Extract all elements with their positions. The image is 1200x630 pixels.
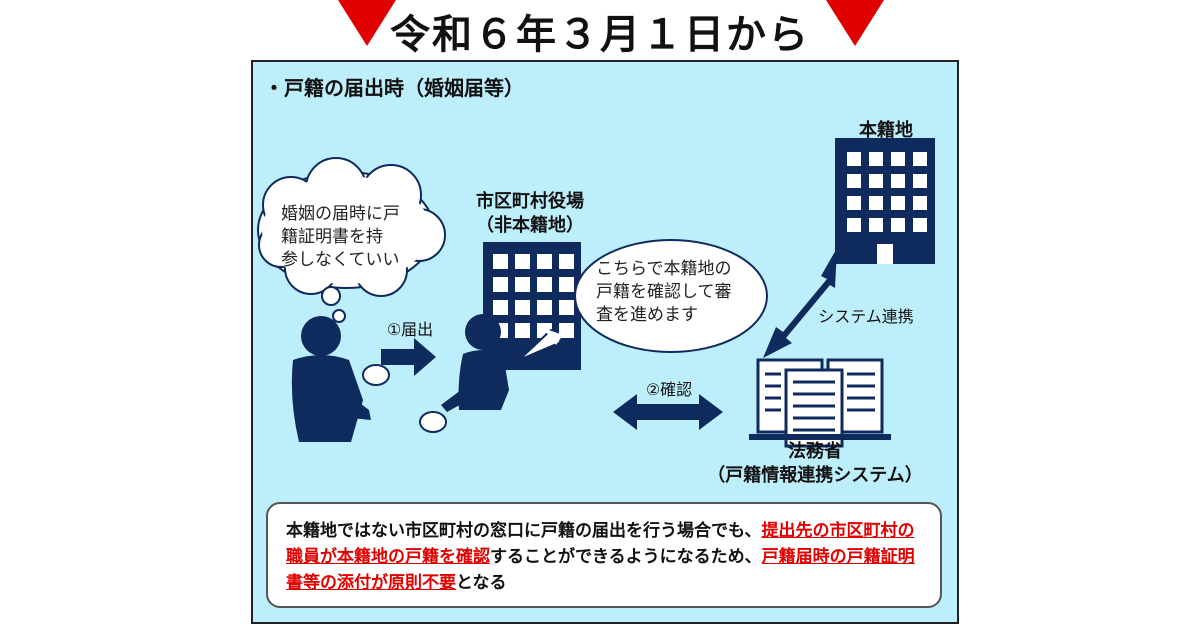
right-triangle-icon <box>826 0 884 46</box>
clerk-person-icon <box>419 314 509 433</box>
thought-line-1: 婚姻の届時に戸 <box>281 204 400 224</box>
citizen-person-icon <box>291 316 390 442</box>
thought-text: 婚姻の届時に戸 籍証明書を持 参しなくていい <box>281 203 411 272</box>
ministry-label: 法務省 （戸籍情報連携システム） <box>690 440 940 488</box>
header-banner: 令和６年３月１日から <box>0 0 1200 58</box>
thought-line-3: 参しなくていい <box>281 250 400 270</box>
office-label: 市区町村役場 （非本籍地） <box>460 190 600 238</box>
speech-line-3: 査を進めます <box>596 305 698 325</box>
server-icon <box>749 358 891 448</box>
submit-arrow-icon <box>381 338 436 376</box>
note-text-3: となる <box>456 573 507 593</box>
ministry-label-line-1: 法務省 <box>788 441 842 462</box>
header-title: 令和６年３月１日から <box>390 12 810 58</box>
office-label-line-2: （非本籍地） <box>476 215 584 236</box>
system-link-arrow-icon <box>763 248 837 358</box>
confirm-arrow-icon <box>613 394 723 430</box>
speech-bubble-icon <box>518 239 768 361</box>
section-title: ・戸籍の届出時（婚姻届等） <box>264 76 524 100</box>
note-highlight-2: 戸籍届時の戸籍証明書等の添付が原則不要 <box>286 547 915 593</box>
thought-line-2: 籍証明書を持 <box>281 227 383 247</box>
speech-line-2: 戸籍を確認して審 <box>596 282 732 302</box>
note-text-2: することができるようになるため、 <box>490 547 762 567</box>
diagram-graphics <box>257 138 935 448</box>
registry-label: 本籍地 <box>859 120 913 141</box>
office-label-line-1: 市区町村役場 <box>476 191 584 212</box>
submit-label: ①届出 <box>386 320 434 339</box>
system-link-label: システム連携 <box>818 307 914 326</box>
note-highlight-1: 提出先の市区町村の職員が本籍地の戸籍を確認 <box>286 521 915 567</box>
note-text-1: 本籍地ではない市区町村の窓口に戸籍の届出を行う場合でも、 <box>286 521 762 541</box>
speech-text: こちらで本籍地の 戸籍を確認して審 査を進めます <box>596 258 756 327</box>
ministry-label-line-2: （戸籍情報連携システム） <box>707 465 923 486</box>
left-triangle-icon <box>338 0 396 46</box>
speech-line-1: こちらで本籍地の <box>596 259 732 279</box>
note-box: 本籍地ではない市区町村の窓口に戸籍の届出を行う場合でも、提出先の市区町村の職員が… <box>266 502 942 608</box>
registry-building-icon <box>835 138 935 264</box>
thought-cloud-icon <box>257 157 446 323</box>
confirm-label: ②確認 <box>645 380 693 399</box>
